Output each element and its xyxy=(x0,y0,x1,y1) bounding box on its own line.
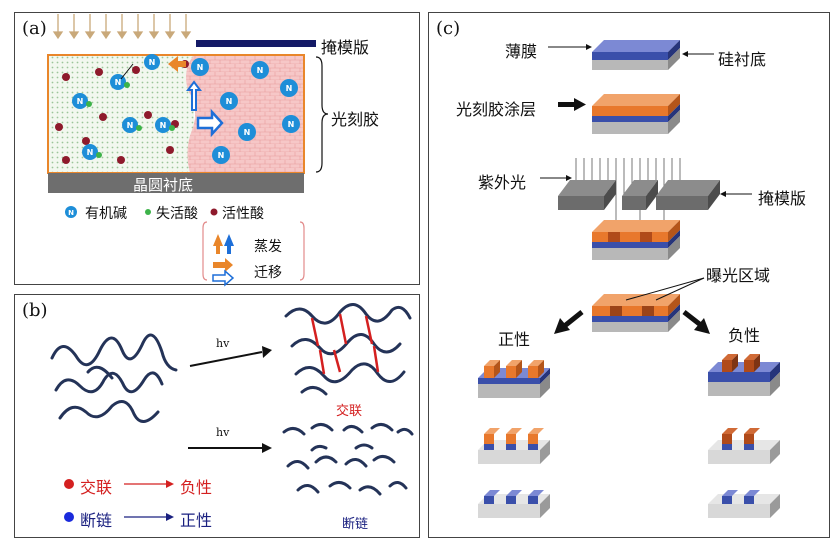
svg-text:N: N xyxy=(197,63,204,72)
organic-base-icon xyxy=(65,206,77,218)
hv-bottom-label: hv xyxy=(216,426,230,439)
legend-positive: 正性 xyxy=(180,511,213,530)
negative-step2 xyxy=(708,428,780,464)
legend-bracket xyxy=(202,221,305,281)
evap-blue-icon xyxy=(224,234,234,254)
resist-coated-stack xyxy=(592,94,680,134)
svg-text:N: N xyxy=(226,97,233,106)
panel-c-label: (c) xyxy=(436,18,461,39)
coating-arrow xyxy=(574,98,586,111)
negative-arrow xyxy=(682,310,704,328)
legend-organic-base: 有机碱 xyxy=(85,206,127,222)
film-label: 薄膜 xyxy=(505,42,538,61)
positive-step2 xyxy=(478,428,550,464)
svg-text:N: N xyxy=(286,84,293,93)
negative-step3 xyxy=(708,490,780,518)
legend-deactivated-acid: 失活酸 xyxy=(156,206,198,222)
svg-text:N: N xyxy=(87,148,94,157)
legend-active-acid: 活性酸 xyxy=(222,206,264,222)
svg-text:N: N xyxy=(244,128,251,137)
organic-base-right xyxy=(191,58,300,164)
mask-label-c: 掩模版 xyxy=(758,189,807,208)
svg-text:N: N xyxy=(288,120,295,129)
panel-a xyxy=(14,12,420,285)
exposed-label: 曝光区域 xyxy=(706,266,771,285)
svg-text:N: N xyxy=(68,209,74,217)
legend-scission: 断链 xyxy=(80,511,113,530)
svg-text:N: N xyxy=(218,151,225,160)
ion-letters: N N N N N N N N N N N N N xyxy=(77,58,295,160)
photoresist-brace xyxy=(315,56,329,173)
crosslink-bonds xyxy=(310,313,380,375)
active-acid-icon xyxy=(210,208,218,216)
negative-label: 负性 xyxy=(728,326,761,345)
legend-crosslink: 交联 xyxy=(80,478,113,497)
uv-label: 紫外光 xyxy=(478,173,527,192)
negative-step1 xyxy=(708,354,780,396)
hv-top-label: hv xyxy=(216,337,230,350)
mask-plates xyxy=(558,180,720,210)
evap-orange-icon xyxy=(213,234,223,254)
deactivated-acid-icon xyxy=(145,209,151,215)
coating-label: 光刻胶涂层 xyxy=(456,100,537,119)
wafer-substrate xyxy=(48,173,304,193)
evaporation-arrow xyxy=(168,56,224,138)
exposing-stack xyxy=(592,220,680,260)
migrate-blue-icon xyxy=(212,269,235,287)
svg-text:N: N xyxy=(160,121,167,130)
film-on-silicon xyxy=(592,40,680,70)
panel-c xyxy=(428,12,830,538)
svg-text:N: N xyxy=(127,121,134,130)
crosslink-dot xyxy=(64,479,74,489)
active-acid-dots xyxy=(55,60,189,164)
positive-label: 正性 xyxy=(498,330,531,349)
positive-step1 xyxy=(478,360,550,398)
positive-step3 xyxy=(478,490,550,518)
scission-caption: 断链 xyxy=(342,517,369,532)
crosslinked-chains xyxy=(284,303,412,396)
legend-evaporation: 蒸发 xyxy=(254,239,282,255)
panel-a-label: (a) xyxy=(22,18,47,39)
silicon-label: 硅衬底 xyxy=(718,50,767,69)
svg-text:N: N xyxy=(77,97,84,106)
photoresist-label: 光刻胶 xyxy=(331,110,380,129)
panel-b-label: (b) xyxy=(22,300,48,321)
substrate-label: 晶圆衬底 xyxy=(133,176,194,194)
crosslink-caption: 交联 xyxy=(336,404,363,419)
svg-text:N: N xyxy=(149,58,156,67)
hv-arrow-top xyxy=(189,351,263,367)
svg-text:N: N xyxy=(115,78,122,87)
panel-b xyxy=(14,294,420,538)
mask-bar xyxy=(196,40,316,47)
organic-base-left xyxy=(72,54,175,160)
svg-text:N: N xyxy=(257,66,264,75)
uv-arrows xyxy=(52,14,192,40)
legend-negative: 负性 xyxy=(180,478,213,497)
legend-migration: 迁移 xyxy=(254,265,282,281)
exposed-region-stack xyxy=(592,294,680,332)
scission-dot xyxy=(64,512,74,522)
scission-fragments xyxy=(282,423,414,496)
migrate-orange-icon xyxy=(213,258,233,272)
exposed-resist-region xyxy=(186,55,304,173)
polymer-chains-initial xyxy=(50,333,178,423)
bond-line xyxy=(120,63,134,80)
mask-label: 掩模版 xyxy=(321,38,370,57)
